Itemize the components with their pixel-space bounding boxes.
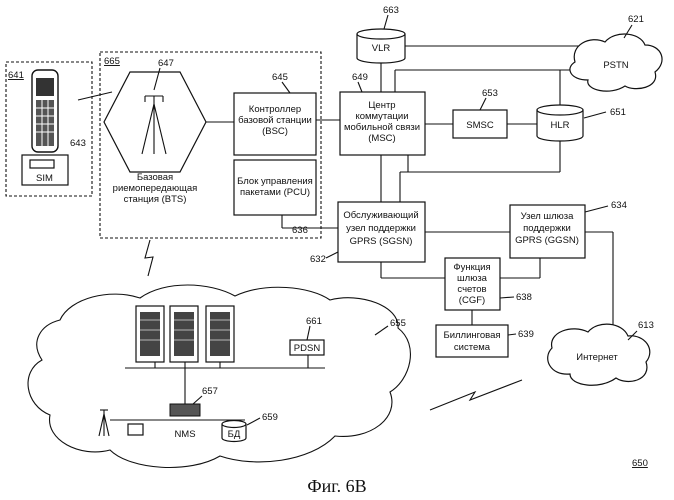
billing-node: Биллинговая система 639 [436,325,534,357]
internet-ref: 613 [638,320,654,331]
server-rack-icon [206,306,234,362]
nms-ref: 657 [202,386,218,397]
msc-ref: 649 [352,72,368,83]
sim-chip-icon [30,160,54,168]
bsc-label-3: (BSC) [262,126,288,137]
smsc-label: SMSC [466,120,494,131]
pstn-label: PSTN [603,60,628,71]
db-label: БД [228,429,241,440]
ggsn-ref: 634 [611,200,627,211]
pdsn-label: PDSN [294,343,321,354]
sim-label: SIM [36,173,53,184]
antenna-icon [99,410,109,436]
sgsn-ref: 632 [310,254,326,265]
db-ref: 659 [262,412,278,423]
smsc-node: SMSC 653 [453,88,507,138]
database-node: БД [222,421,246,442]
hlr-node: HLR 651 [537,105,626,141]
bss-group: 665 647 Базовая риемопередающая станция … [100,52,321,238]
bsc-label-1: Контроллер [249,104,301,115]
bss-ref: 665 [104,56,120,67]
operator-network-cloud: 655 PDSN 661 NMS 657 [28,285,410,467]
mobile-station-group: SIM 641 643 [6,62,92,196]
msc-label-2: коммутации [355,111,408,122]
figure-caption: Фиг. 6B [307,476,366,496]
sgsn-label-3: GPRS (SGSN) [350,236,413,247]
pcu-label-2: пакетами (PCU) [240,187,310,198]
bts-label-1: Базовая [137,172,173,183]
network-ref: 655 [390,318,406,329]
msc-label-3: мобильной связи [344,122,420,133]
sgsn-node: Обслуживающий узел поддержки GPRS (SGSN)… [310,202,425,265]
vlr-ref: 663 [383,5,399,16]
billing-label-2: система [454,342,491,353]
hlr-ref: 651 [610,107,626,118]
msc-label-1: Центр [368,100,395,111]
cgf-label-3: счетов [457,284,486,295]
nms-label: NMS [174,429,195,440]
pstn-ref: 621 [628,14,644,25]
vlr-node: VLR 663 [357,5,405,63]
billing-label-1: Биллинговая [443,330,500,341]
cgf-label-2: шлюза [457,273,488,284]
cgf-label-4: (CGF) [459,295,485,306]
server-rack-icon [136,306,164,362]
server-rack-icon [170,306,198,362]
ggsn-label-1: Узел шлюза [521,211,575,222]
billing-ref: 639 [518,329,534,340]
bts-label-3: станция (BTS) [124,194,187,205]
sim-ref: 643 [70,138,86,149]
pstn-cloud: PSTN 621 [570,14,662,91]
internet-label: Интернет [576,352,618,363]
msc-node: Центр коммутации мобильной связи (MSC) 6… [340,72,425,155]
terminal-box [128,424,143,435]
cgf-node: Функция шлюза счетов (CGF) 638 [445,258,532,310]
bsc-label-2: базовой станции [238,115,312,126]
ggsn-label-3: GPRS (GGSN) [515,235,579,246]
bsc-ref: 645 [272,72,288,83]
internet-cloud: Интернет 613 [548,320,654,385]
bts-label-2: риемопередающая [113,183,198,194]
ggsn-node: Узел шлюза поддержки GPRS (GGSN) 634 [510,200,627,258]
sgsn-label-2: узел поддержки [346,223,416,234]
ggsn-label-2: поддержки [523,223,571,234]
cgf-ref: 638 [516,292,532,303]
msc-label-4: (MSC) [368,133,395,144]
mobile-phone-icon [32,70,58,152]
nms-device-icon [170,404,200,416]
pcu-label-1: Блок управления [237,176,313,187]
sgsn-label-1: Обслуживающий [343,210,418,221]
pcu-ref: 636 [292,225,308,236]
figure-ref: 650 [632,458,648,469]
cgf-label-1: Функция [453,262,490,273]
pdsn-ref: 661 [306,316,322,327]
bts-ref: 647 [158,58,174,69]
hlr-label: HLR [550,120,569,131]
smsc-ref: 653 [482,88,498,99]
vlr-label: VLR [372,43,391,54]
mobile-ref: 641 [8,70,24,81]
